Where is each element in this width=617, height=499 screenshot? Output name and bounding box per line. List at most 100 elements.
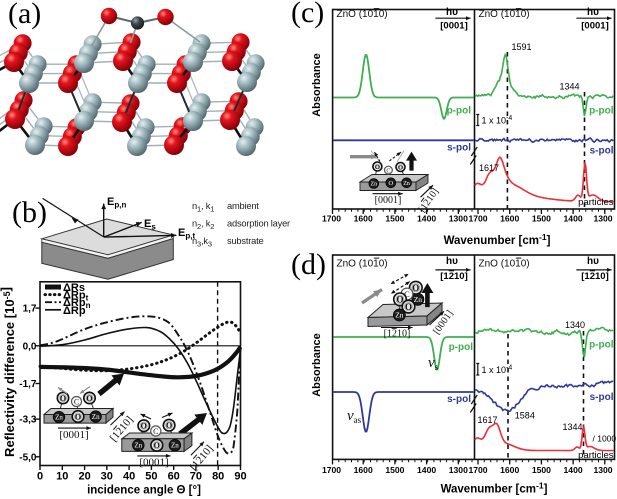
svg-text:s-pol: s-pol [590,392,614,403]
svg-text:adsorption layer: adsorption layer [227,219,290,229]
svg-text:[0001]: [0001] [375,195,402,206]
svg-text:ambient: ambient [227,201,259,211]
svg-text:1600: 1600 [500,465,519,475]
svg-text:1400: 1400 [564,465,583,475]
svg-text:ΔRpt: ΔRpt [63,290,89,303]
svg-text:Reflectivity difference [10-5]: Reflectivity difference [10-5] [0,287,17,457]
svg-text:1400: 1400 [564,214,583,224]
svg-text:60: 60 [168,471,180,483]
svg-text:Zn: Zn [55,414,63,422]
svg-text:1 x 10-4: 1 x 10-4 [482,365,513,376]
svg-text:particles: particles [578,197,614,208]
svg-text:p-pol: p-pol [447,106,472,117]
svg-text:[0001]: [0001] [139,457,168,469]
svg-text:Absorbance: Absorbance [311,333,323,397]
svg-text:p-pol: p-pol [589,340,614,351]
svg-text:1617: 1617 [478,415,498,425]
svg-text:νas: νas [347,408,362,425]
svg-text:1300: 1300 [449,214,468,224]
svg-text:O: O [412,283,419,293]
svg-text:O: O [75,412,81,421]
svg-text:n3,k3: n3,k3 [192,236,212,249]
svg-text:1600: 1600 [354,214,373,224]
svg-text:1300: 1300 [449,465,468,475]
svg-text:O: O [141,422,147,431]
svg-text:ZnO (1010): ZnO (1010) [479,259,530,270]
svg-text:hυ: hυ [587,256,599,267]
svg-text:hυ: hυ [587,7,599,18]
svg-text:O: O [166,421,172,430]
svg-text:incidence angle Θ [°]: incidence angle Θ [°] [87,485,201,497]
svg-text:s-pol: s-pol [590,146,614,157]
svg-text:Wavenumber [cm-1]: Wavenumber [cm-1] [441,481,548,496]
svg-text:20: 20 [78,471,90,483]
svg-text:particles: particles [578,450,614,461]
svg-text:1584: 1584 [515,411,535,421]
svg-text:Wavenumber [cm-1]: Wavenumber [cm-1] [444,232,551,247]
svg-text:Zn: Zn [370,182,377,188]
svg-text:-5,0: -5,0 [19,452,37,463]
svg-text:substrate: substrate [227,236,263,246]
svg-text:s-pol: s-pol [447,394,471,405]
svg-text:Zn: Zn [134,442,142,450]
svg-text:Zn: Zn [403,181,410,187]
svg-text:40: 40 [123,471,135,483]
svg-text:C: C [153,427,158,436]
svg-text:1400: 1400 [417,214,436,224]
svg-text:30: 30 [101,471,113,483]
svg-text:1591: 1591 [512,42,532,52]
svg-text:ZnO (1010): ZnO (1010) [337,9,388,20]
svg-text:ZnO (1010): ZnO (1010) [337,259,388,270]
svg-text:hυ: hυ [446,256,458,267]
svg-text:n1, k1: n1, k1 [192,201,214,214]
svg-text:ΔRpn: ΔRpn [63,297,91,310]
svg-text:(a): (a) [8,0,41,30]
svg-text:80: 80 [212,471,224,483]
svg-text:0: 0 [37,471,43,483]
svg-text:1700: 1700 [468,465,487,475]
svg-text:O: O [375,164,380,171]
svg-text:p-pol: p-pol [589,105,614,116]
svg-text:[1210]: [1210] [384,329,411,340]
svg-text:1617: 1617 [479,163,499,173]
svg-text:C: C [404,289,410,299]
svg-text:(d): (d) [291,248,326,281]
svg-text:hυ: hυ [446,7,458,18]
svg-text:1600: 1600 [354,465,373,475]
svg-text:0,0: 0,0 [23,341,37,352]
svg-text:[0001]: [0001] [59,429,88,441]
svg-text:[1210]: [1210] [417,186,441,214]
svg-text:1 x 10-4: 1 x 10-4 [482,115,513,126]
svg-text:s-pol: s-pol [447,143,471,154]
svg-text:/ 1000: / 1000 [593,434,617,444]
svg-text:1,7: 1,7 [23,304,37,315]
svg-text:1500: 1500 [532,214,551,224]
svg-text:1600: 1600 [500,214,519,224]
svg-text:1344: 1344 [563,422,583,432]
svg-text:O: O [60,394,66,403]
svg-text:1400: 1400 [417,465,436,475]
svg-text:Zn: Zn [92,413,100,421]
svg-text:Zn: Zn [414,295,423,304]
svg-text:1700: 1700 [322,214,341,224]
svg-text:p-pol: p-pol [449,342,474,353]
svg-text:90: 90 [234,471,246,483]
svg-text:50: 50 [145,471,157,483]
svg-text:-3,3: -3,3 [19,415,37,426]
svg-text:ΔRs: ΔRs [63,282,85,294]
svg-text:O: O [86,394,92,403]
svg-text:[1210]: [1210] [581,271,608,282]
svg-text:Zn: Zn [395,311,404,320]
svg-text:(b): (b) [12,196,47,229]
svg-text:10: 10 [56,471,68,483]
svg-text:-1,7: -1,7 [19,379,37,390]
svg-text:1700: 1700 [468,214,487,224]
svg-text:[0001]: [0001] [581,21,608,32]
svg-text:Es: Es [144,218,156,232]
svg-text:C: C [386,168,390,174]
svg-text:[0001]: [0001] [440,21,467,32]
svg-text:ΔRp: ΔRp [63,305,86,317]
svg-text:1300: 1300 [593,465,612,475]
svg-text:[1210]: [1210] [440,271,467,282]
svg-text:(c): (c) [291,0,324,29]
